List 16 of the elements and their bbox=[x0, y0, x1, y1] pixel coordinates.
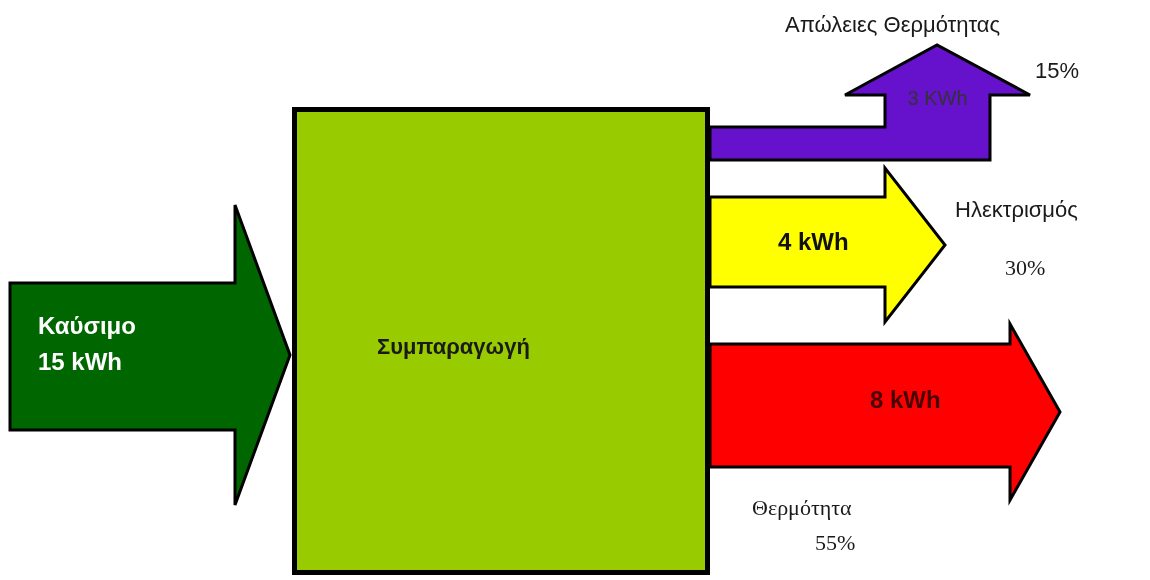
output-name: Απώλειες Θερμότητας bbox=[785, 12, 1001, 38]
output-name: Θερμότητα bbox=[752, 495, 852, 521]
edge-label: Καύσιμο 15 kWh bbox=[38, 311, 137, 377]
block-arrow bbox=[8, 203, 292, 507]
edge-label: 8 kWh bbox=[870, 386, 941, 414]
percentage-label: 30% bbox=[1005, 255, 1046, 281]
edge-label: 4 kWh bbox=[778, 228, 849, 256]
process-label: Συμπαραγωγή bbox=[377, 334, 530, 360]
block-arrow bbox=[708, 43, 1032, 162]
process-box bbox=[292, 107, 710, 575]
percentage-label: 55% bbox=[815, 530, 856, 556]
edge-label: 3 KWh bbox=[906, 87, 969, 109]
percentage-label: 15% bbox=[1035, 58, 1080, 84]
output-name: Ηλεκτρισμός bbox=[955, 197, 1078, 223]
block-arrow bbox=[708, 318, 1062, 506]
block-arrow bbox=[708, 163, 947, 327]
